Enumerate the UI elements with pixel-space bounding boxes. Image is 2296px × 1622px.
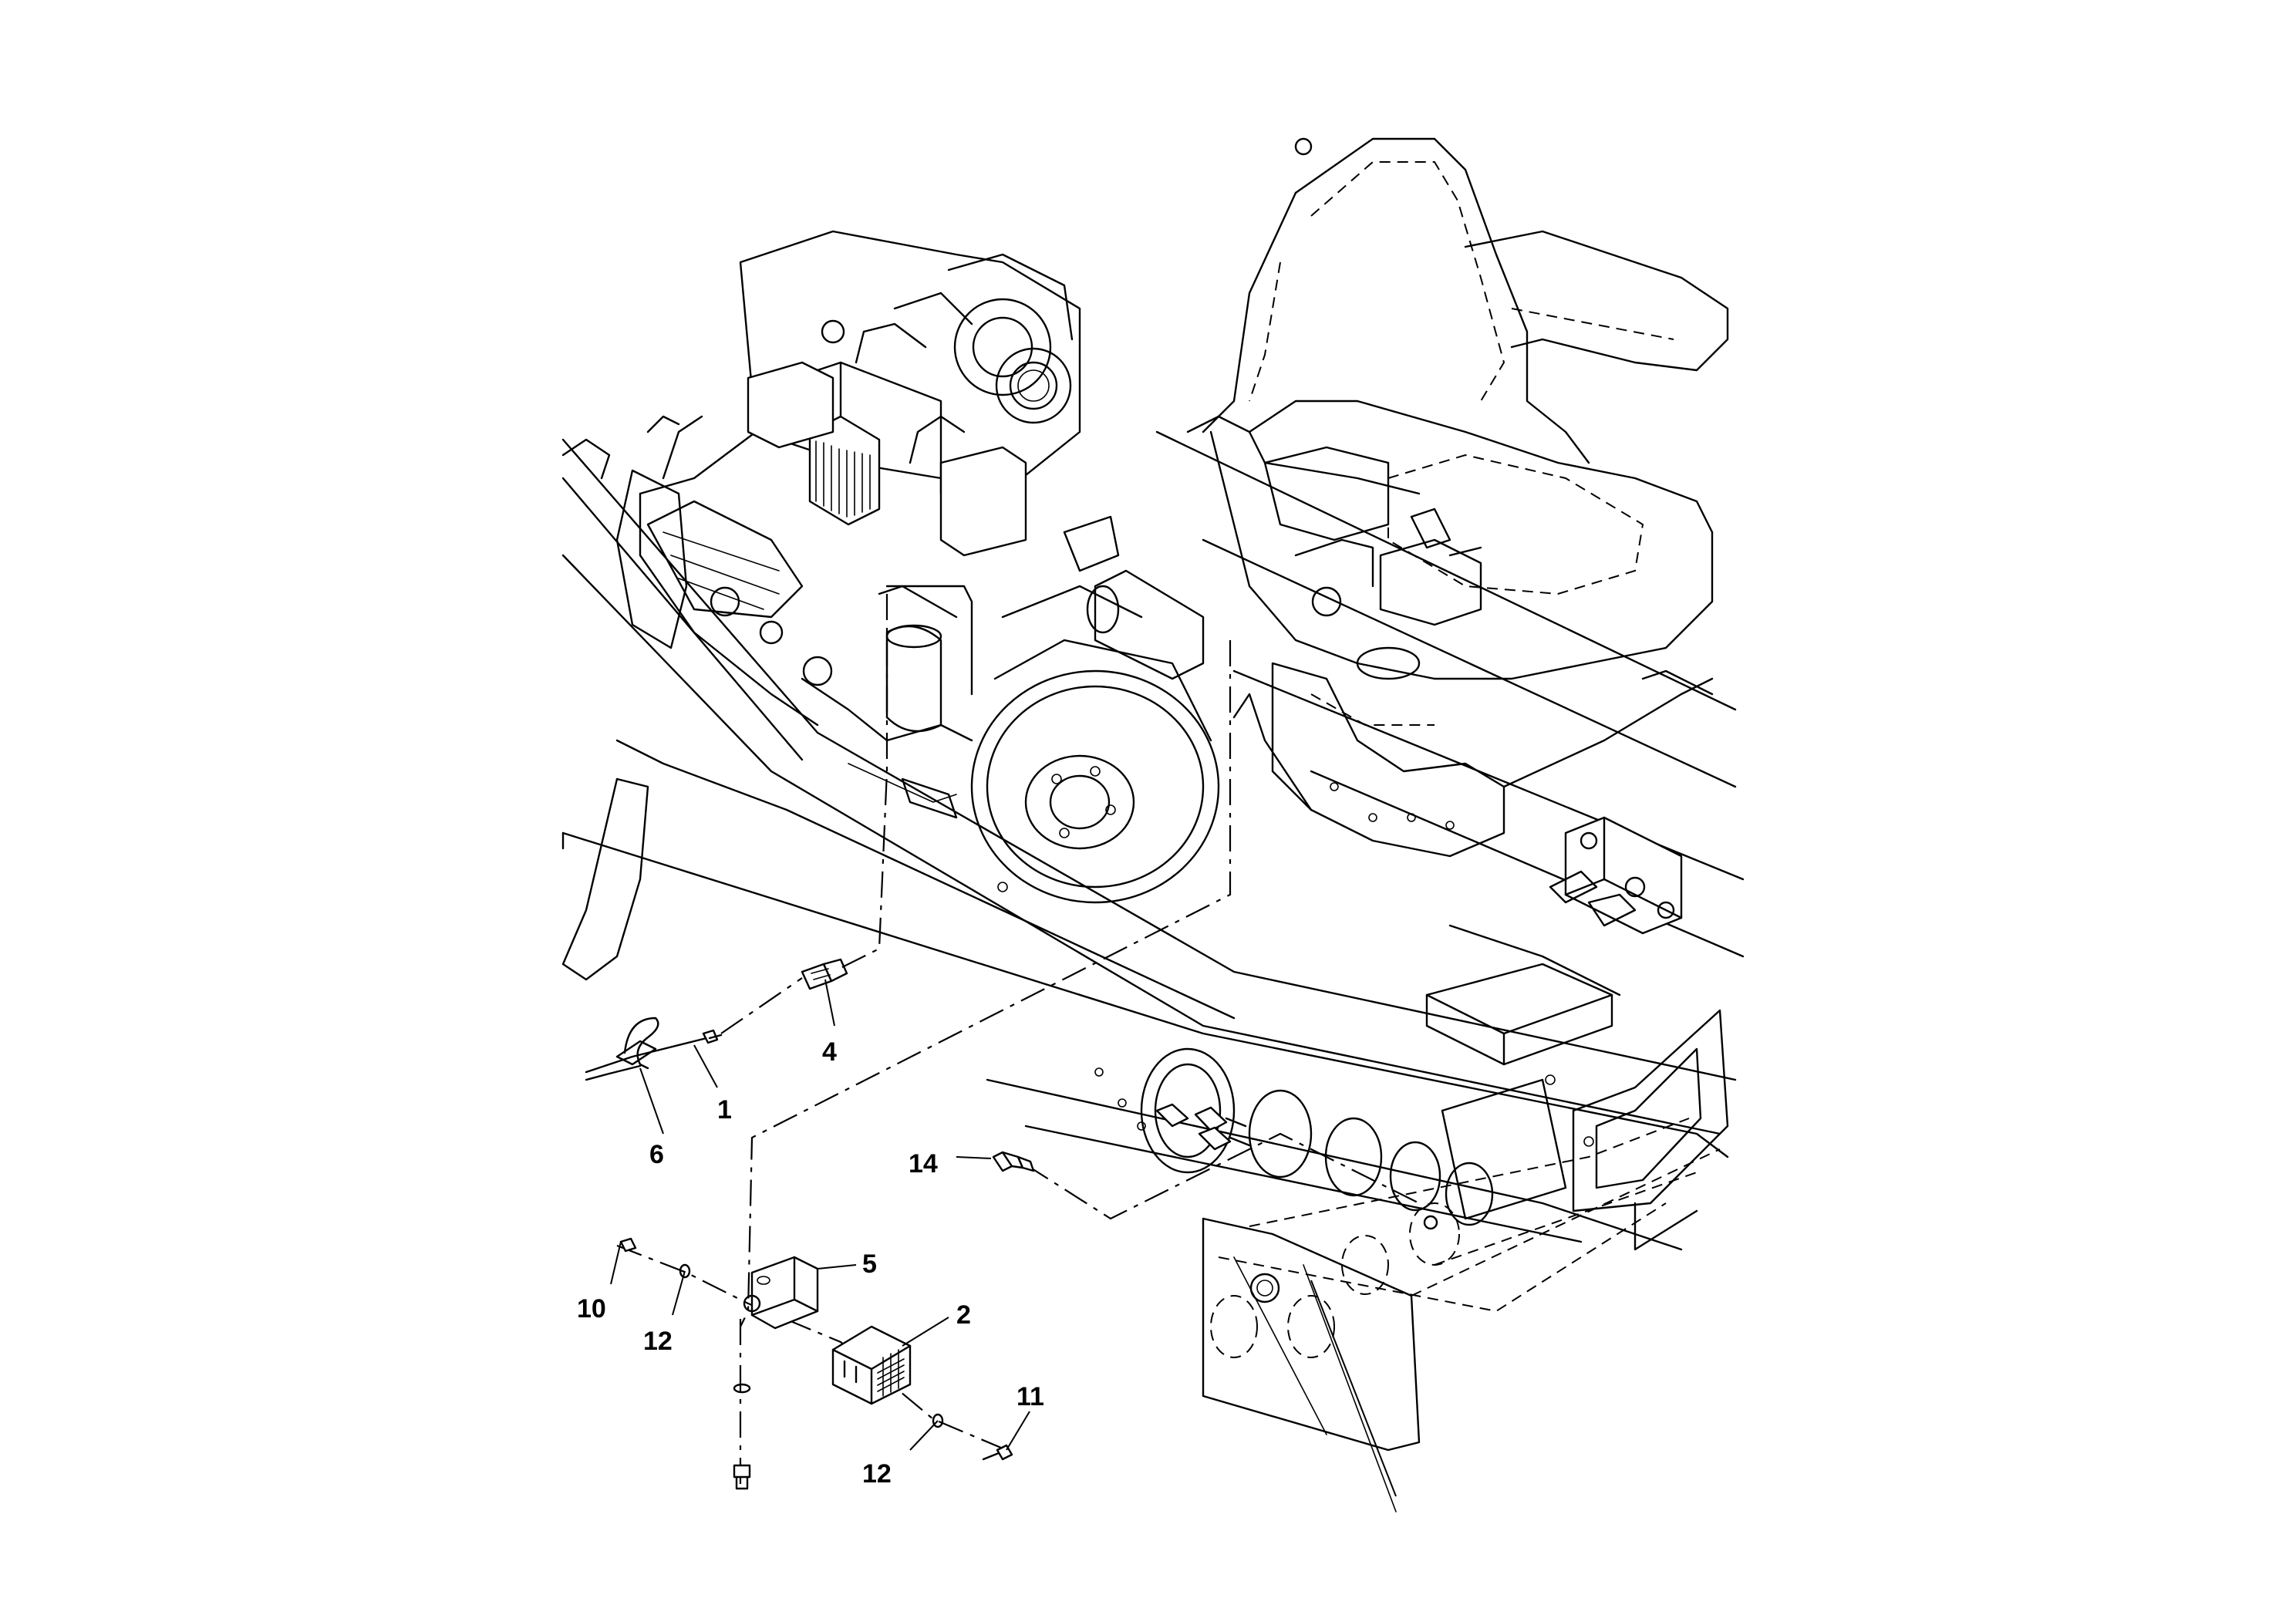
callout-4: 4 xyxy=(822,1037,837,1067)
sensor-item-4[interactable] xyxy=(801,958,848,990)
callout-2: 2 xyxy=(956,1300,971,1330)
clip-item-6[interactable] xyxy=(615,1017,659,1070)
lower-washer[interactable] xyxy=(733,1383,751,1394)
callout-11: 11 xyxy=(1017,1382,1044,1411)
chassis-frame xyxy=(561,430,1745,1512)
washer-item-12-lower[interactable] xyxy=(932,1413,944,1428)
washer-item-12-upper[interactable] xyxy=(679,1263,691,1279)
callout-1: 1 xyxy=(717,1095,732,1125)
bolt-item-11[interactable] xyxy=(982,1444,1013,1461)
engine-assembly xyxy=(561,230,1220,904)
lower-bolt[interactable] xyxy=(733,1464,751,1490)
module-item-2[interactable] xyxy=(831,1325,912,1405)
assembly-center-lines xyxy=(616,594,1420,1489)
fitting-item-14[interactable] xyxy=(992,1151,1035,1172)
callout-6: 6 xyxy=(649,1140,664,1169)
valve-block xyxy=(1549,816,1683,935)
bolt-item-10[interactable] xyxy=(619,1237,637,1253)
callout-labels: 4 1 6 14 5 2 10 12 12 11 xyxy=(577,1037,1044,1489)
callout-12-lower: 12 xyxy=(862,1459,892,1489)
callout-14: 14 xyxy=(909,1149,938,1179)
callout-5: 5 xyxy=(862,1249,877,1279)
callout-12-upper: 12 xyxy=(643,1327,673,1356)
bracket-item-5[interactable] xyxy=(743,1256,819,1330)
operator-seat xyxy=(1186,137,1729,858)
callout-10: 10 xyxy=(577,1294,606,1324)
wire-harness-item-1[interactable] xyxy=(585,1029,723,1081)
frame-fittings xyxy=(1155,1103,1438,1230)
leader-lines xyxy=(610,979,1030,1451)
